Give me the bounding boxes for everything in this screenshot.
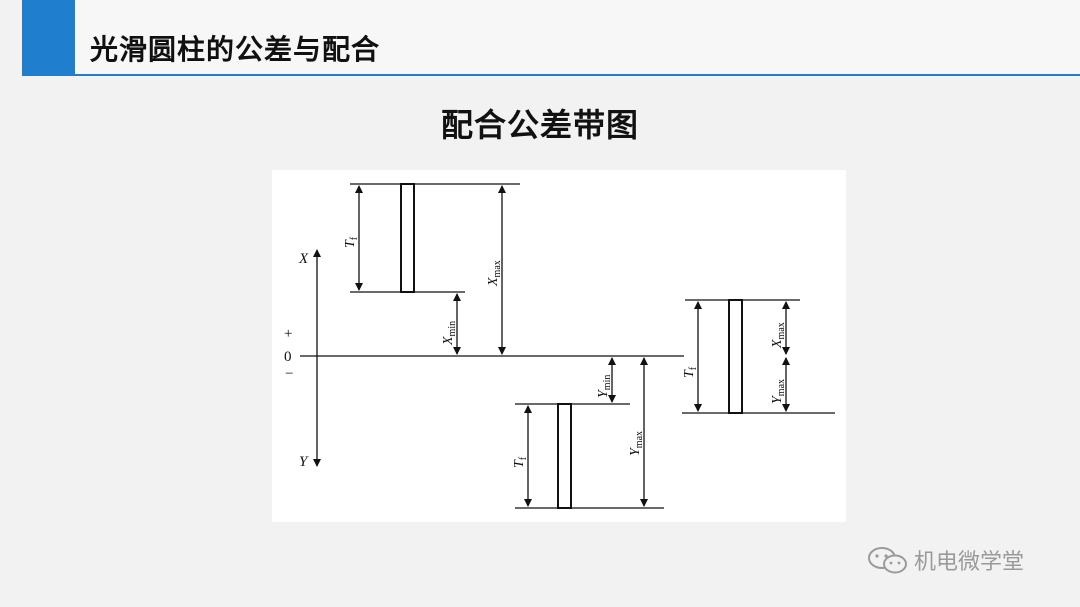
interference-tf-label: Tf	[512, 456, 529, 468]
header-title: 光滑圆柱的公差与配合	[90, 33, 381, 66]
axis-plus-label: +	[284, 326, 292, 342]
wechat-icon	[868, 547, 907, 574]
fit-tolerance-diagram: X Y + 0 − Tf Xmin Xmax Tf Ymin Ymax Tf X…	[272, 170, 846, 522]
diagram-svg: X Y + 0 − Tf Xmin Xmax Tf Ymin Ymax Tf X…	[284, 183, 835, 509]
transition-xmax-label: Xmax	[770, 322, 787, 349]
slide-title: 配合公差带图	[440, 106, 639, 144]
transition-tolerance-band	[728, 299, 743, 414]
axis-x-label: X	[298, 251, 309, 267]
interference-tolerance-band	[557, 403, 572, 509]
axis-minus-label: −	[285, 366, 293, 382]
transition-tf-label: Tf	[682, 366, 699, 378]
axis-y-label: Y	[299, 454, 309, 470]
header-divider	[22, 74, 1080, 76]
watermark: 机电微学堂	[866, 545, 1024, 575]
clearance-xmin-label: Xmin	[441, 321, 458, 346]
interference-ymax-label: Ymax	[628, 431, 645, 456]
axis-zero-label: 0	[284, 349, 292, 365]
clearance-tf-label: Tf	[343, 236, 360, 248]
clearance-xmax-label: Xmax	[486, 260, 503, 287]
header-bar	[22, 0, 1080, 76]
watermark-text: 机电微学堂	[914, 550, 1025, 575]
interference-ymin-label: Ymin	[596, 375, 613, 398]
transition-ymax-label: Ymax	[770, 379, 787, 404]
clearance-tolerance-band	[400, 183, 415, 293]
header-accent-block	[22, 0, 75, 76]
